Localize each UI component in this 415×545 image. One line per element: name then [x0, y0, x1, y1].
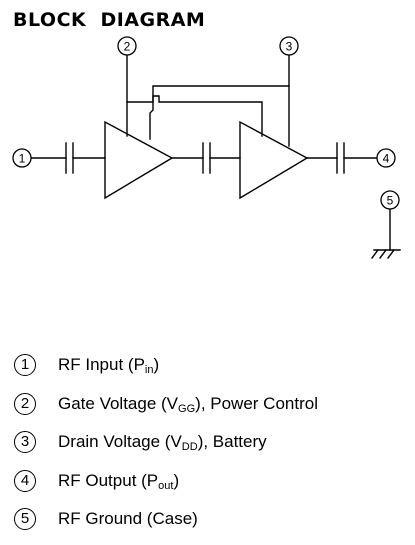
legend-number: 5: [14, 508, 36, 530]
amplifier-stage-2: [239, 120, 309, 200]
legend-number: 1: [14, 354, 36, 376]
ground-hatch-2: [379, 249, 387, 259]
pin-legend: 1 RF Input (Pin) 2 Gate Voltage (VGG), P…: [14, 352, 409, 545]
legend-item-drain-voltage: 3 Drain Voltage (VDD), Battery: [14, 429, 409, 468]
legend-text: RF Output (Pout): [58, 470, 180, 492]
legend-item-gate-voltage: 2 Gate Voltage (VGG), Power Control: [14, 391, 409, 430]
legend-text: RF Input (Pin): [58, 355, 160, 376]
pin-1-label: 1: [19, 152, 26, 166]
drain-voltage-branch-to-stage-1: [149, 85, 290, 140]
legend-number: 3: [14, 431, 36, 453]
pin-4-marker: [376, 148, 396, 168]
legend-item-rf-input: 1 RF Input (Pin): [14, 352, 409, 391]
amplifier-stage-1: [104, 120, 174, 200]
pin-2-marker: [117, 36, 137, 56]
legend-text: Gate Voltage (VGG), Power Control: [58, 393, 318, 415]
gate-voltage-branch-to-stage-2: [126, 95, 263, 137]
pin-5-label: 5: [387, 194, 394, 208]
pin-2-label: 2: [124, 40, 131, 54]
pin-4-label: 4: [383, 152, 390, 166]
legend-text: RF Ground (Case): [58, 509, 198, 528]
ground-hatch-1: [371, 249, 379, 259]
pin-5-marker: [380, 190, 400, 210]
pin-3-marker: [279, 36, 299, 56]
diagram-title: BLOCK DIAGRAM: [13, 9, 206, 31]
legend-number: 2: [14, 392, 36, 415]
legend-item-rf-ground: 5 RF Ground (Case): [14, 506, 409, 545]
pin-3-label: 3: [286, 40, 293, 54]
legend-text: Drain Voltage (VDD), Battery: [58, 432, 267, 453]
legend-number: 4: [14, 469, 36, 492]
legend-item-rf-output: 4 RF Output (Pout): [14, 468, 409, 507]
ground-hatch-3: [387, 249, 395, 259]
block-diagram: 1 2 3 4 5: [12, 36, 401, 259]
pin-1-marker: [12, 148, 32, 168]
